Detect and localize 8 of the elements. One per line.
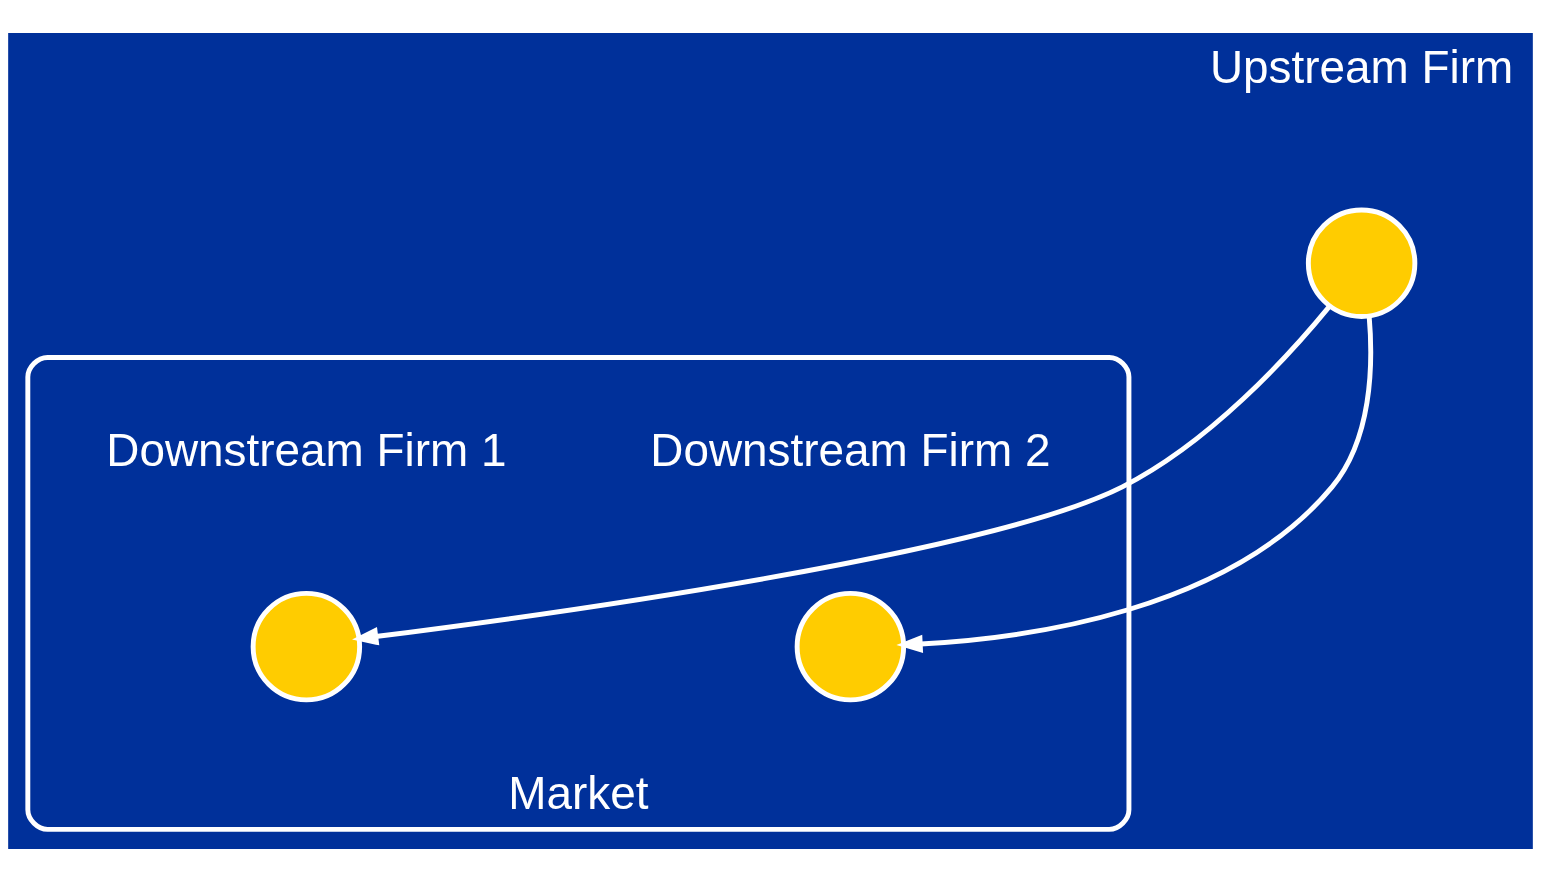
node-label: Downstream Firm 2 <box>650 424 1051 477</box>
node-circle <box>1305 207 1418 319</box>
node-circle <box>250 590 363 703</box>
arrow <box>352 304 1332 646</box>
node-circle <box>794 590 907 703</box>
node-label: Downstream Firm 1 <box>106 424 507 477</box>
arrow <box>896 316 1374 654</box>
node-label: Upstream Firm <box>1210 40 1514 93</box>
